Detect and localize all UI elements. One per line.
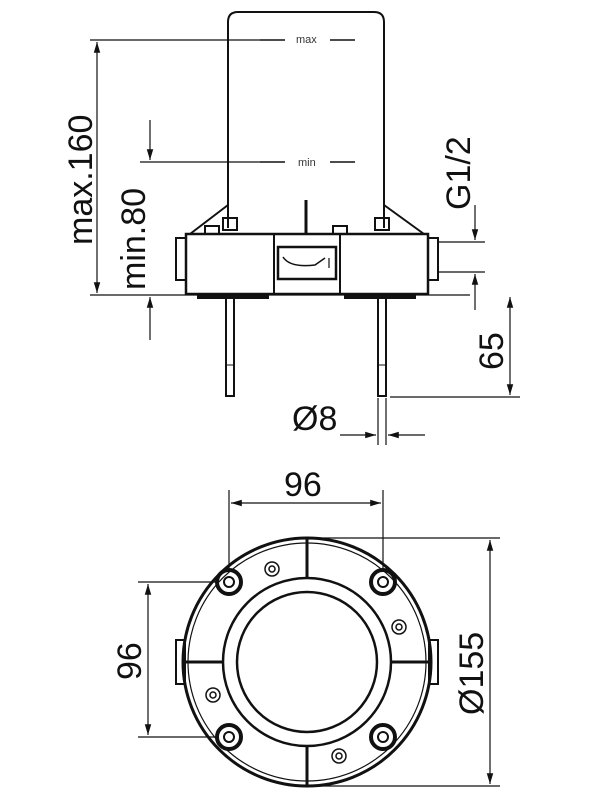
min-mark: min <box>298 157 316 169</box>
base-block <box>184 232 430 296</box>
bolt-holes <box>215 568 397 751</box>
pin-length-label: 65 <box>473 332 511 370</box>
min-height-label: min.80 <box>115 188 153 290</box>
top-view <box>175 536 439 788</box>
hole-spacing-horizontal-label: 96 <box>284 466 322 504</box>
flange-diameter-label: Ø155 <box>453 632 491 715</box>
small-holes <box>205 561 407 764</box>
max-height-label: max.160 <box>62 115 100 245</box>
cover-cup <box>227 11 385 228</box>
side-dimensions <box>90 39 520 445</box>
top-dimensions <box>138 490 500 787</box>
side-view <box>175 11 439 397</box>
hole-spacing-vertical-label: 96 <box>111 642 149 680</box>
max-mark: max <box>296 34 317 46</box>
thread-label: G1/2 <box>440 136 478 210</box>
pin-left <box>225 297 235 397</box>
pin-diameter-label: Ø8 <box>292 400 337 438</box>
pin-right <box>377 297 387 397</box>
